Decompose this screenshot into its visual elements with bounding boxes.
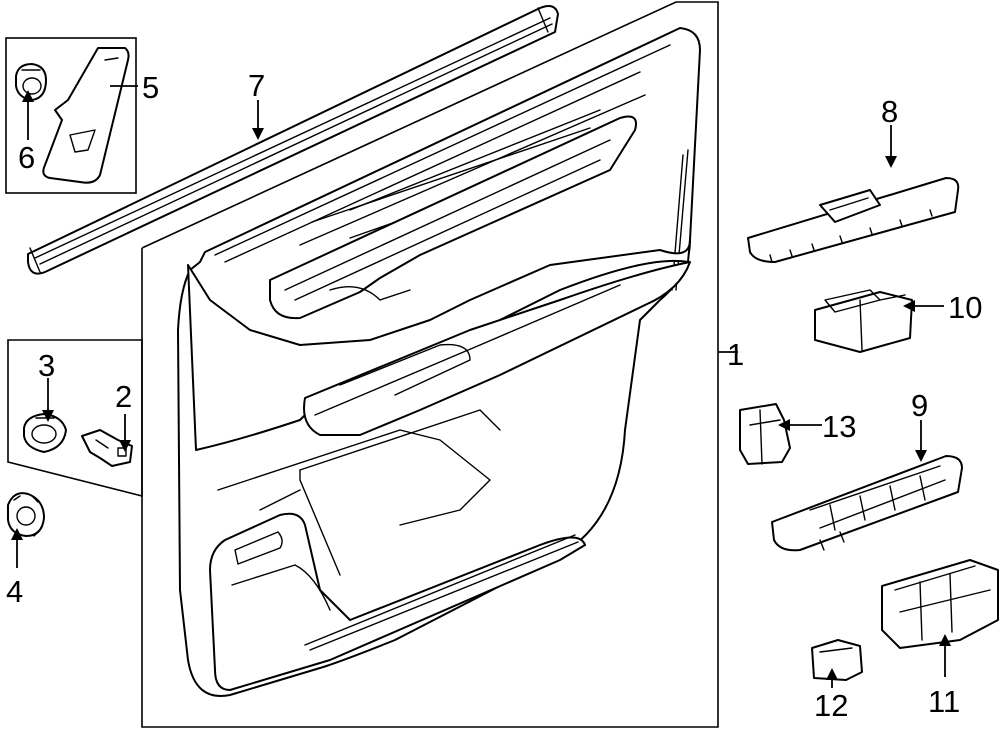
callout-9: 9 [911, 388, 928, 423]
callout-4: 4 [6, 574, 23, 609]
clip-part-6 [15, 63, 47, 101]
callout-1: 1 [727, 337, 744, 372]
callout-13: 13 [822, 409, 856, 444]
callout-12: 12 [814, 688, 848, 723]
inset-frame-5-6 [5, 37, 137, 194]
master-switch-part-11 [881, 559, 999, 649]
inset-frame-2-3-4 [7, 339, 143, 498]
switch-part-13 [739, 403, 791, 465]
callout-5: 5 [142, 70, 159, 105]
clip-part-3 [23, 413, 67, 453]
fastener-part-4 [7, 492, 45, 537]
door-trim-panel [177, 27, 701, 697]
door-panel-frame [141, 1, 719, 728]
master-switch-bezel-part-9 [771, 455, 963, 552]
leader-lines [16, 85, 946, 688]
window-switch-part-10 [814, 289, 913, 353]
belt-weatherstrip [27, 5, 559, 275]
callout-7: 7 [248, 68, 265, 103]
callout-3: 3 [38, 348, 55, 383]
callout-11: 11 [928, 684, 960, 719]
callout-8: 8 [881, 94, 898, 129]
trim-cover-part-5 [42, 47, 130, 184]
arrowheads [11, 90, 951, 680]
switch-part-12 [811, 639, 863, 681]
callout-6: 6 [18, 140, 35, 175]
callout-2: 2 [115, 379, 132, 414]
clip-part-2 [81, 429, 133, 467]
callout-10: 10 [948, 290, 982, 325]
switch-bezel-part-8 [747, 177, 960, 263]
